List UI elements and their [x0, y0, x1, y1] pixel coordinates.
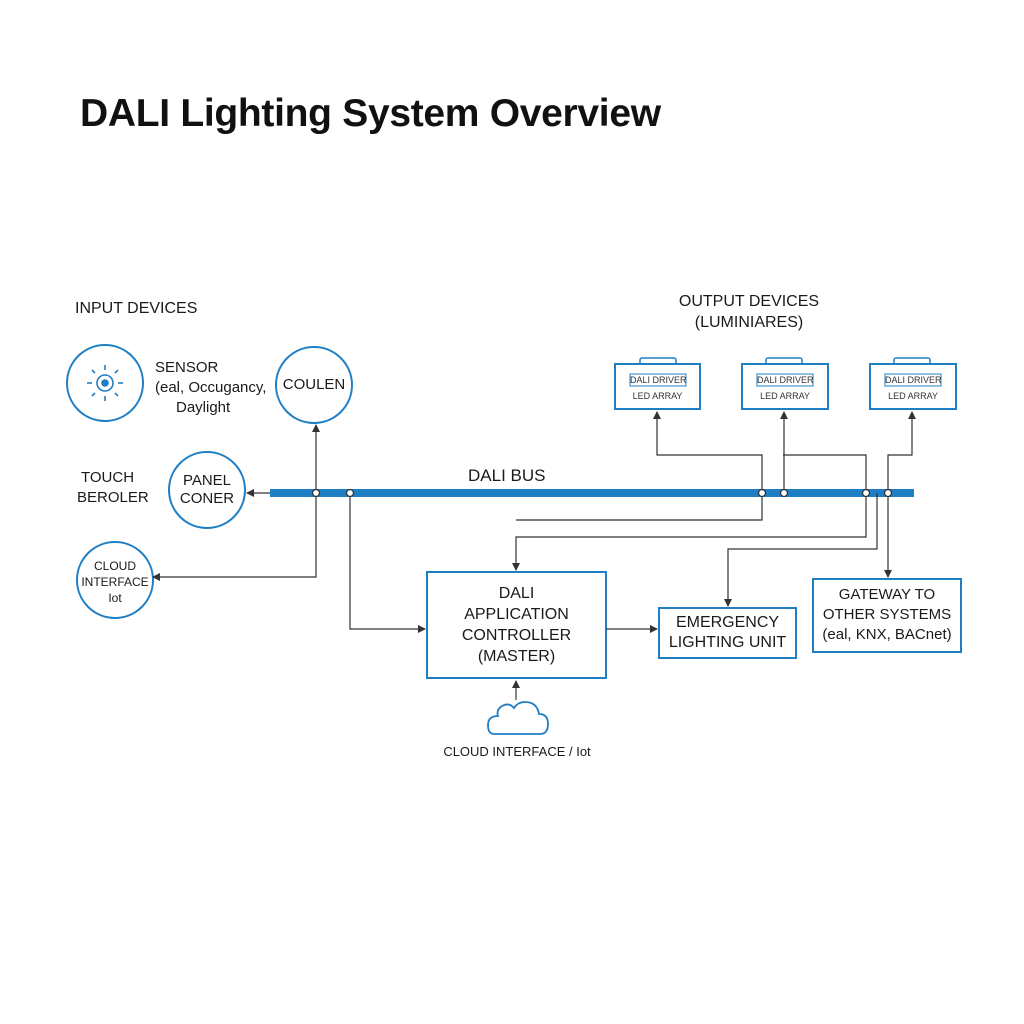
- luminaire-3-led: LED ARRAY: [888, 391, 938, 401]
- controller-line1: DALI: [498, 585, 535, 602]
- luminaire-2: [741, 357, 829, 410]
- controller-line4: (MASTER): [477, 648, 556, 665]
- luminaire-1-driver: DALI DRIVER: [630, 375, 687, 385]
- cloud-line1: CLOUD: [93, 559, 136, 573]
- cloud-icon: [487, 701, 549, 735]
- controller-line3: CONTROLLER: [461, 627, 572, 644]
- gateway-line1: GATEWAY TO: [838, 586, 936, 603]
- input-devices-heading: INPUT DEVICES: [75, 300, 198, 317]
- dali-bus: [270, 489, 914, 497]
- bus-junctions: [311, 488, 893, 498]
- emergency-label: EMERGENCY LIGHTING UNIT: [659, 613, 796, 653]
- gateway-line3: (eal, KNX, BACnet): [822, 626, 952, 643]
- panel-line2: CONER: [179, 490, 235, 507]
- gateway-label: GATEWAY TO OTHER SYSTEMS (eal, KNX, BACn…: [813, 585, 961, 645]
- gateway-box: [812, 578, 962, 653]
- luminaire-3: [869, 357, 957, 410]
- coulen-label: COULEN: [282, 376, 346, 393]
- sun-icon: [87, 365, 123, 401]
- sensor-line3: Daylight: [176, 399, 231, 416]
- output-devices-line2: (LUMINIARES): [694, 314, 804, 331]
- cloud-interface-circle-label: CLOUD INTERFACE Iot: [77, 558, 153, 606]
- luminaire-2-led: LED ARRAY: [760, 391, 810, 401]
- gateway-line2: OTHER SYSTEMS: [822, 606, 952, 623]
- luminaire-1: [614, 357, 701, 410]
- emergency-line1: EMERGENCY: [675, 614, 780, 631]
- panel-label: PANEL CONER: [169, 472, 245, 508]
- luminaire-3-driver: DALI DRIVER: [885, 375, 942, 385]
- output-devices-heading: OUTPUT DEVICES (LUMINIARES): [664, 291, 834, 333]
- touch-line2: BEROLER: [77, 489, 149, 506]
- touch-controller-label: TOUCH BEROLER: [77, 468, 149, 508]
- coulen-circle: [275, 346, 353, 424]
- cloud-line2: INTERFACE: [81, 575, 149, 589]
- sensor-label: SENSOR (eal, Occugancy, Daylight: [155, 358, 266, 418]
- luminaire-2-driver: DALI DRIVER: [757, 375, 814, 385]
- sensor-line2: (eal, Occugancy,: [155, 379, 267, 396]
- luminaire-1-led: LED ARRAY: [632, 391, 683, 401]
- connector-lines: [152, 411, 916, 700]
- cloud-line3: Iot: [108, 591, 122, 605]
- controller-box: [426, 571, 607, 679]
- cloud-interface-bottom-label: CLOUD INTERFACE / Iot: [443, 744, 591, 759]
- controller-label: DALI APPLICATION CONTROLLER (MASTER): [427, 583, 606, 667]
- output-devices-line1: OUTPUT DEVICES: [678, 293, 820, 310]
- emergency-box: [658, 607, 797, 659]
- dali-bus-label: DALI BUS: [468, 466, 546, 485]
- panel-circle: [168, 451, 246, 529]
- panel-line1: PANEL: [182, 472, 232, 489]
- controller-line2: APPLICATION: [464, 606, 569, 623]
- touch-line1: TOUCH: [81, 469, 135, 486]
- emergency-line2: LIGHTING UNIT: [668, 634, 787, 651]
- sensor-title: SENSOR: [155, 359, 219, 376]
- page-title: DALI Lighting System Overview: [80, 92, 661, 135]
